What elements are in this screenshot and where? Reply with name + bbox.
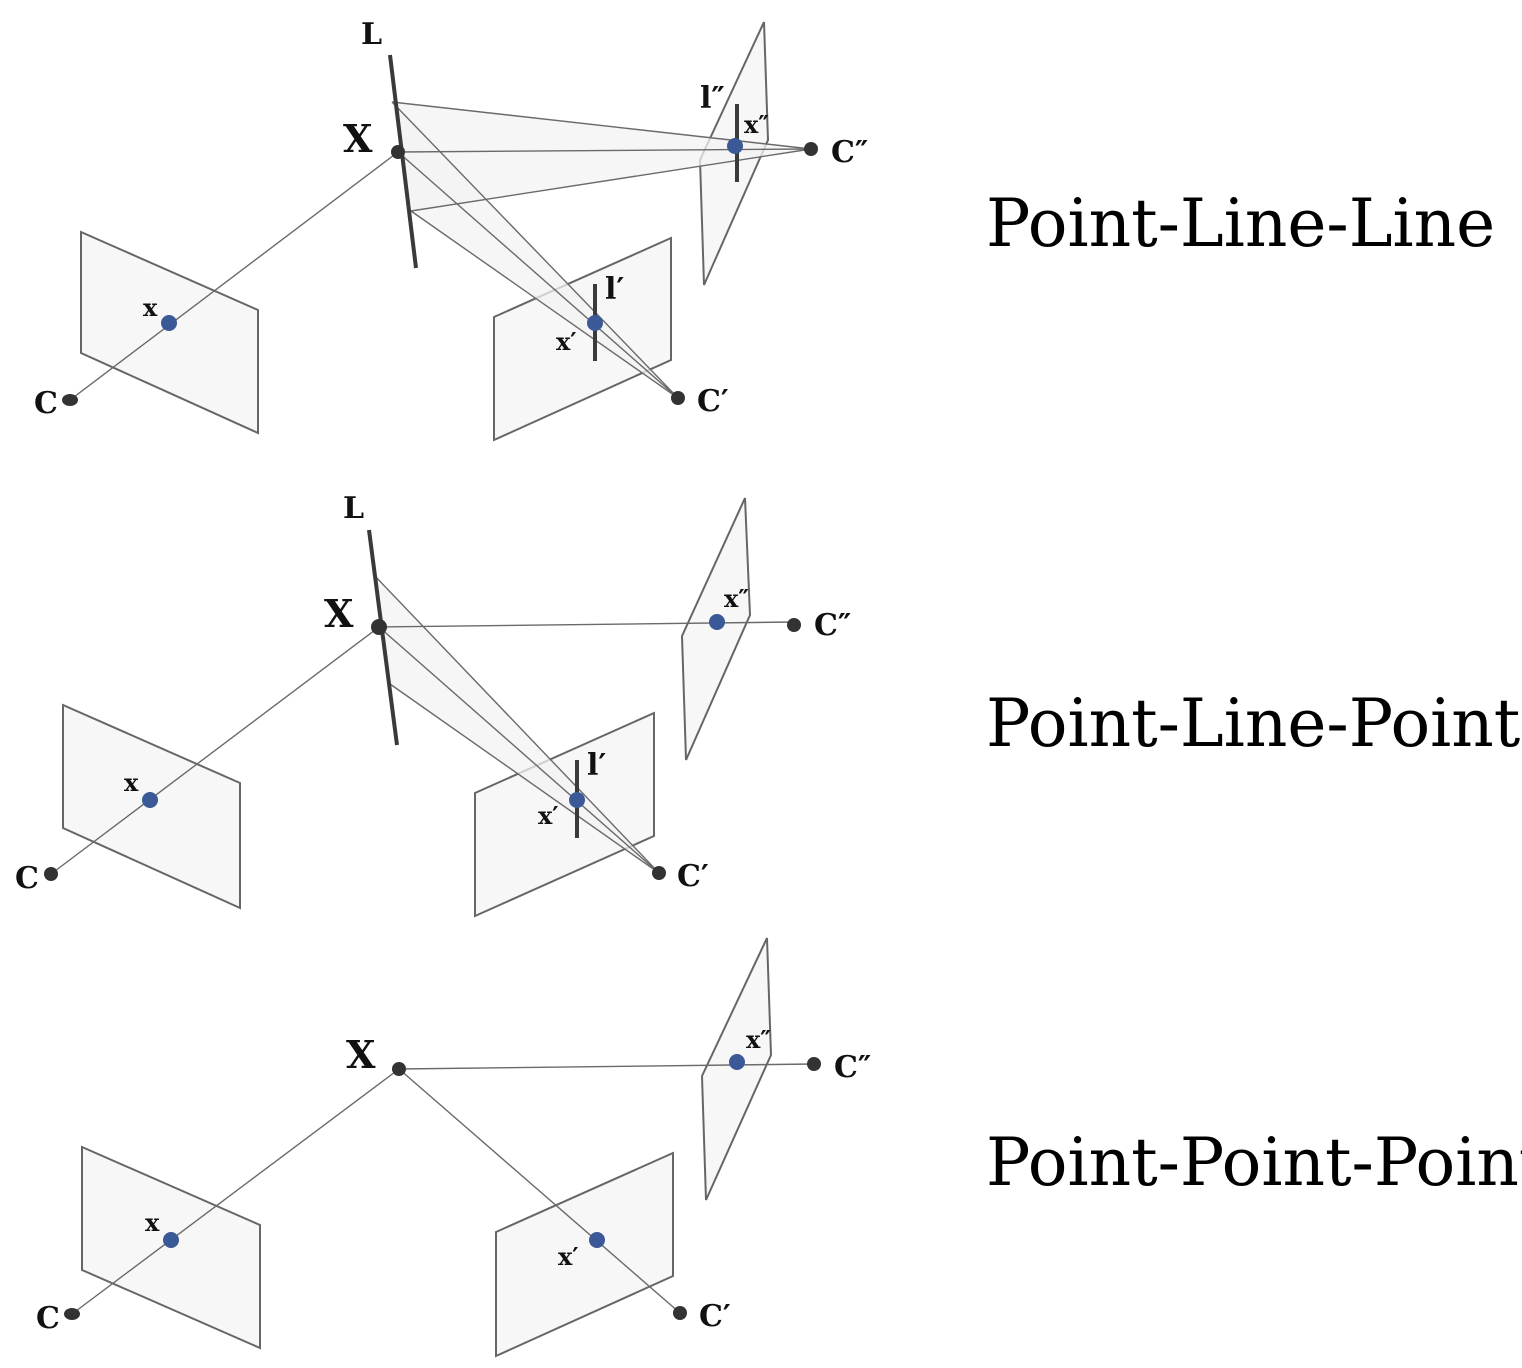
camera-center-C-dprime	[807, 1057, 821, 1071]
camera-center-C	[44, 867, 58, 881]
label-x: x	[124, 768, 139, 797]
ray-c-x	[69, 151, 399, 401]
ray-x-c3	[398, 1063, 815, 1070]
plane-fan-c3	[392, 102, 811, 211]
label-x: x	[145, 1208, 160, 1237]
label-l-prime: l′	[605, 272, 624, 307]
camera-center-C-prime	[671, 391, 685, 405]
image-point-x	[163, 1232, 179, 1248]
image-plane-2	[495, 1151, 674, 1358]
image-point-x-prime	[569, 792, 585, 808]
label-C-dprime: C″	[834, 1050, 871, 1085]
label-x-dprime: x″	[746, 1025, 771, 1054]
label-x-prime: x′	[538, 801, 559, 830]
label-x-prime: x′	[556, 327, 577, 356]
label-C-prime: C′	[699, 1299, 731, 1334]
label-x-dprime: x″	[724, 584, 749, 613]
world-point-X	[371, 619, 387, 635]
image-point-x-prime	[587, 315, 603, 331]
ray-c-x	[71, 1068, 400, 1315]
panel-point-line-line: L X x C x′ l′ C′ x″ l″ C″ Point-Line-Lin…	[34, 17, 1495, 442]
panel-point-point-point: X x C x′ C′ x″ C″ Point-Point-Point	[36, 937, 1522, 1358]
image-point-x	[142, 792, 158, 808]
ray-l-bottom-c2	[389, 683, 660, 874]
image-point-x	[161, 315, 177, 331]
ray-c-x	[50, 626, 380, 875]
label-x-dprime: x″	[744, 110, 769, 139]
label-C-dprime: C″	[831, 135, 868, 170]
camera-center-C-dprime	[787, 618, 801, 632]
label-C-dprime: C″	[814, 608, 851, 643]
camera-center-C-prime	[673, 1306, 687, 1320]
label-L: L	[343, 491, 364, 526]
label-C: C	[36, 1301, 60, 1336]
camera-center-C-prime	[652, 866, 666, 880]
label-C: C	[15, 861, 39, 896]
label-C-prime: C′	[677, 859, 709, 894]
ray-l-bottom-c2	[410, 210, 679, 399]
label-C-prime: C′	[697, 384, 729, 419]
image-point-x-dprime	[709, 614, 725, 630]
camera-center-C-dprime	[804, 142, 818, 156]
label-x: x	[143, 293, 158, 322]
label-X: X	[343, 116, 373, 161]
panel-title-point-point-point: Point-Point-Point	[986, 1124, 1522, 1201]
label-X: X	[346, 1032, 376, 1077]
image-point-x-prime	[589, 1232, 605, 1248]
image-plane-2	[474, 711, 655, 918]
ray-x-c2	[397, 151, 679, 399]
label-C: C	[34, 386, 58, 421]
ray-l-top-c2	[372, 573, 660, 874]
ray-l-bottom-c3	[410, 148, 812, 212]
label-x-prime: x′	[558, 1242, 579, 1271]
image-plane-2	[493, 236, 672, 442]
panel-title-point-line-point: Point-Line-Point	[986, 685, 1520, 762]
line-L	[367, 529, 399, 746]
ray-l-top-c2	[391, 101, 679, 399]
ray-x-c2	[398, 1068, 681, 1314]
label-l-dprime: l″	[700, 81, 725, 116]
label-L: L	[361, 17, 382, 52]
world-point-X	[392, 1062, 406, 1076]
camera-center-C	[62, 394, 78, 406]
world-point-X	[391, 145, 405, 159]
image-point-x-dprime	[729, 1054, 745, 1070]
image-plane-1	[80, 230, 259, 435]
camera-center-C	[64, 1308, 80, 1320]
label-l-prime: l′	[587, 748, 606, 783]
ray-x-c2	[378, 626, 660, 874]
label-X: X	[324, 591, 354, 636]
panel-title-point-line-line: Point-Line-Line	[986, 185, 1495, 262]
line-L	[388, 54, 418, 269]
image-point-x-dprime	[727, 138, 743, 154]
panel-point-line-point: L X x C x′ l′ C′ x″ C″ Point-Line-Point	[15, 491, 1520, 918]
